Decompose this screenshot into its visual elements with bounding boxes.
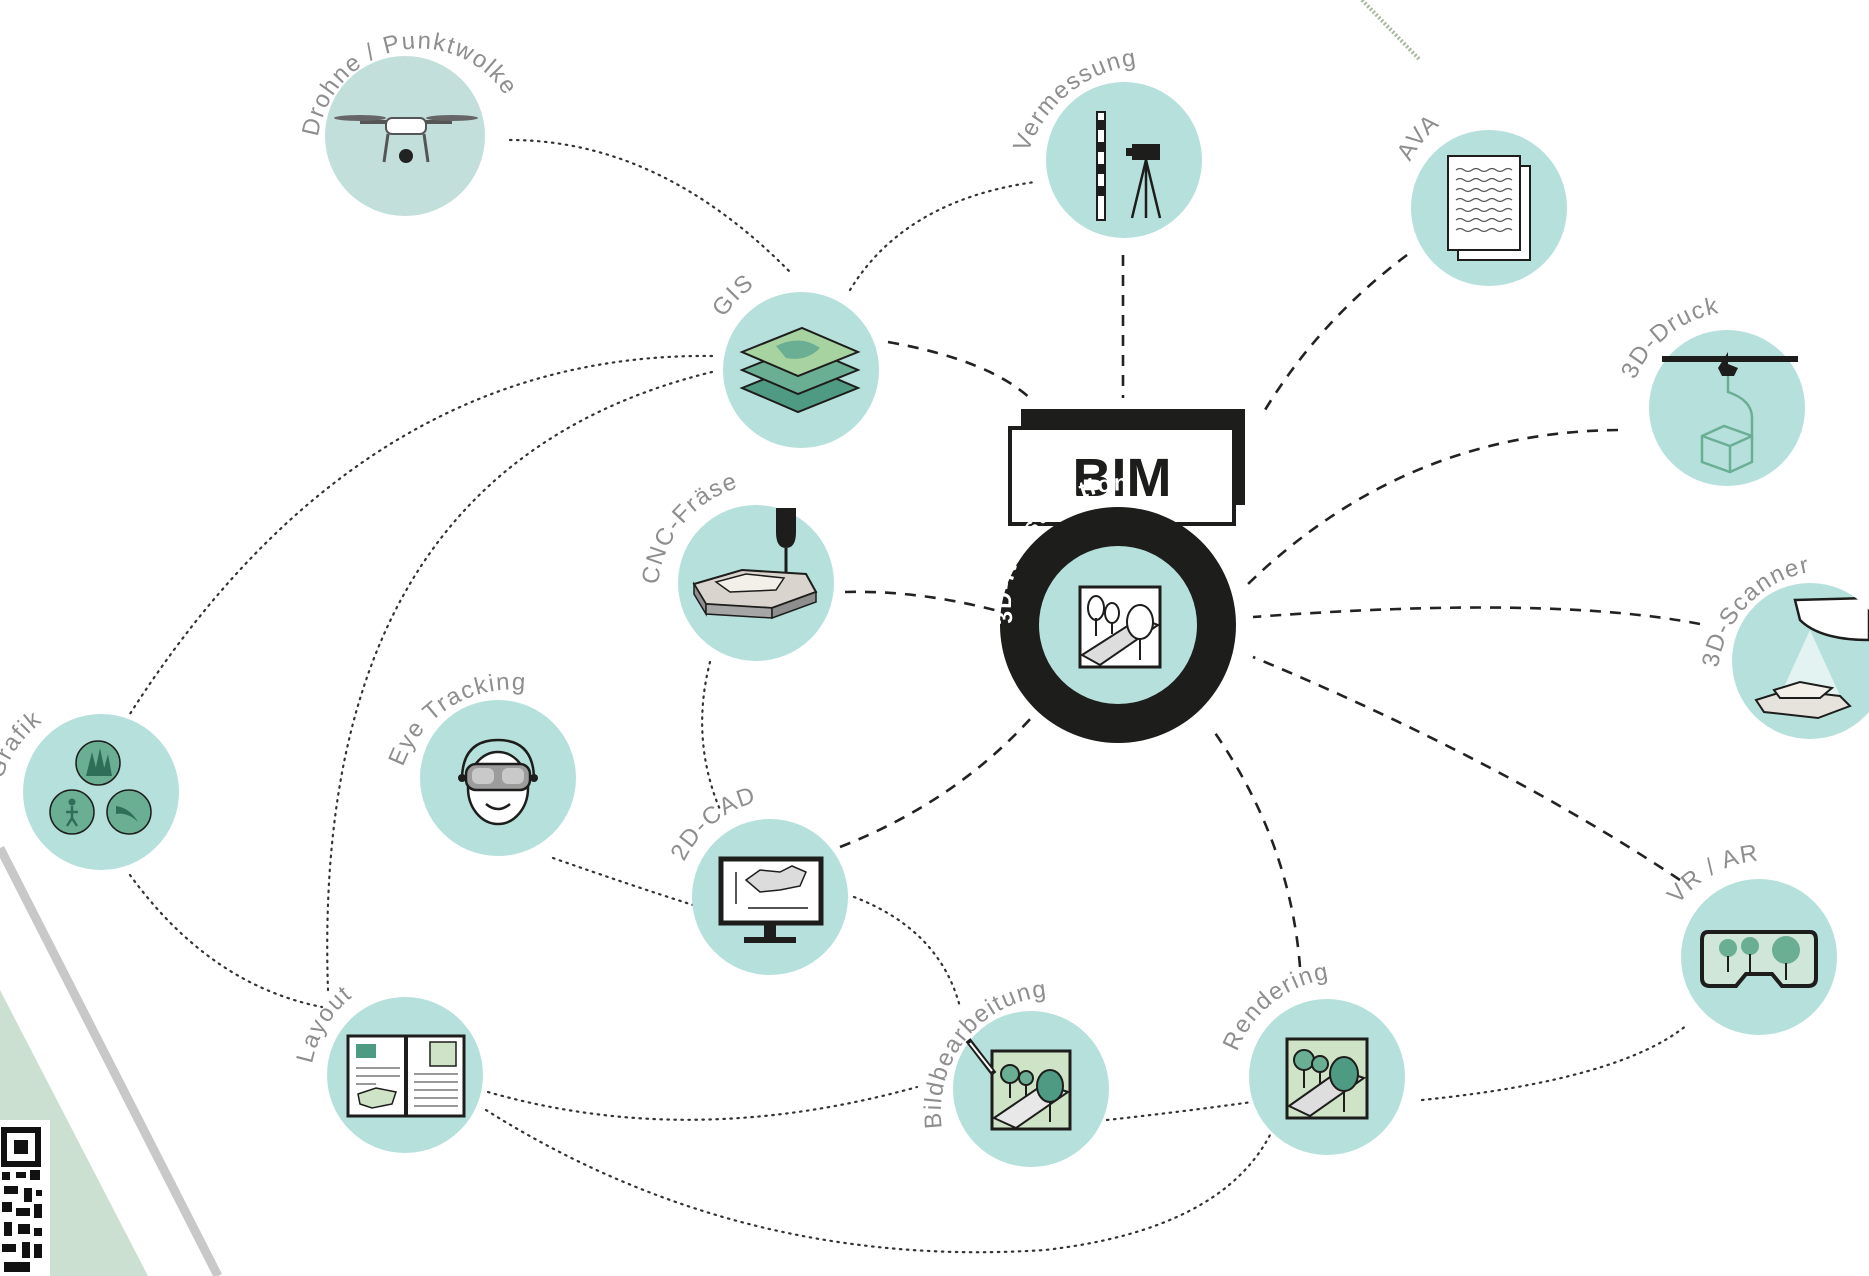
node-cnc[interactable]: CNC-Fräse [637, 467, 834, 661]
3d-printer-icon [1662, 352, 1798, 474]
node-vrar[interactable]: VR / AR [1662, 839, 1837, 1035]
vr-goggles-icon [1700, 930, 1818, 988]
open-book-layout-icon [346, 1034, 466, 1118]
node-eyetracking[interactable]: Eye Tracking [383, 668, 576, 856]
3d-scanner-icon [1754, 596, 1869, 720]
node-cad2d[interactable]: 2D-CAD [665, 781, 848, 975]
node-scanner[interactable]: 3D-Scanner [1697, 551, 1869, 739]
node-vermessung[interactable]: Vermessung [1008, 44, 1202, 238]
dotted-connectors [126, 138, 1689, 1254]
monitor-plan-icon [718, 856, 824, 943]
qr-code-icon [0, 1120, 50, 1276]
dashed-connectors [839, 253, 1701, 968]
surveying-instrument-icon [1096, 111, 1162, 221]
graphic-symbols-icon [49, 740, 152, 835]
image-editing-icon [965, 1038, 1072, 1131]
node-druck[interactable]: 3D-Druck [1616, 292, 1805, 486]
drone-icon [334, 115, 478, 163]
cnc-mill-icon [692, 508, 818, 620]
node-rendering[interactable]: Rendering [1218, 958, 1405, 1155]
node-gis[interactable]: GIS [707, 268, 879, 448]
node-bildbearbeitung[interactable]: Bildbearbeitung [920, 975, 1109, 1167]
decorative-hatched-line [1360, 0, 1422, 62]
gis-layers-icon [739, 326, 861, 414]
document-stack-icon [1447, 155, 1531, 261]
bim-hub: BIM 3D-Konstruktion [990, 409, 1245, 743]
grey-diagonal-stripe [0, 845, 223, 1276]
background-decoration [0, 0, 1422, 1276]
node-drohne[interactable]: Drohne / Punktwolke [297, 27, 523, 216]
bim-title: BIM [1073, 448, 1172, 508]
landscape-model-icon [1078, 585, 1162, 669]
node-ava[interactable]: AVA [1392, 109, 1567, 286]
rendered-landscape-icon [1285, 1037, 1369, 1120]
eye-tracking-headset-icon [458, 738, 538, 826]
node-layout[interactable]: Layout [291, 980, 483, 1153]
node-grafik[interactable]: Grafik [0, 705, 179, 870]
